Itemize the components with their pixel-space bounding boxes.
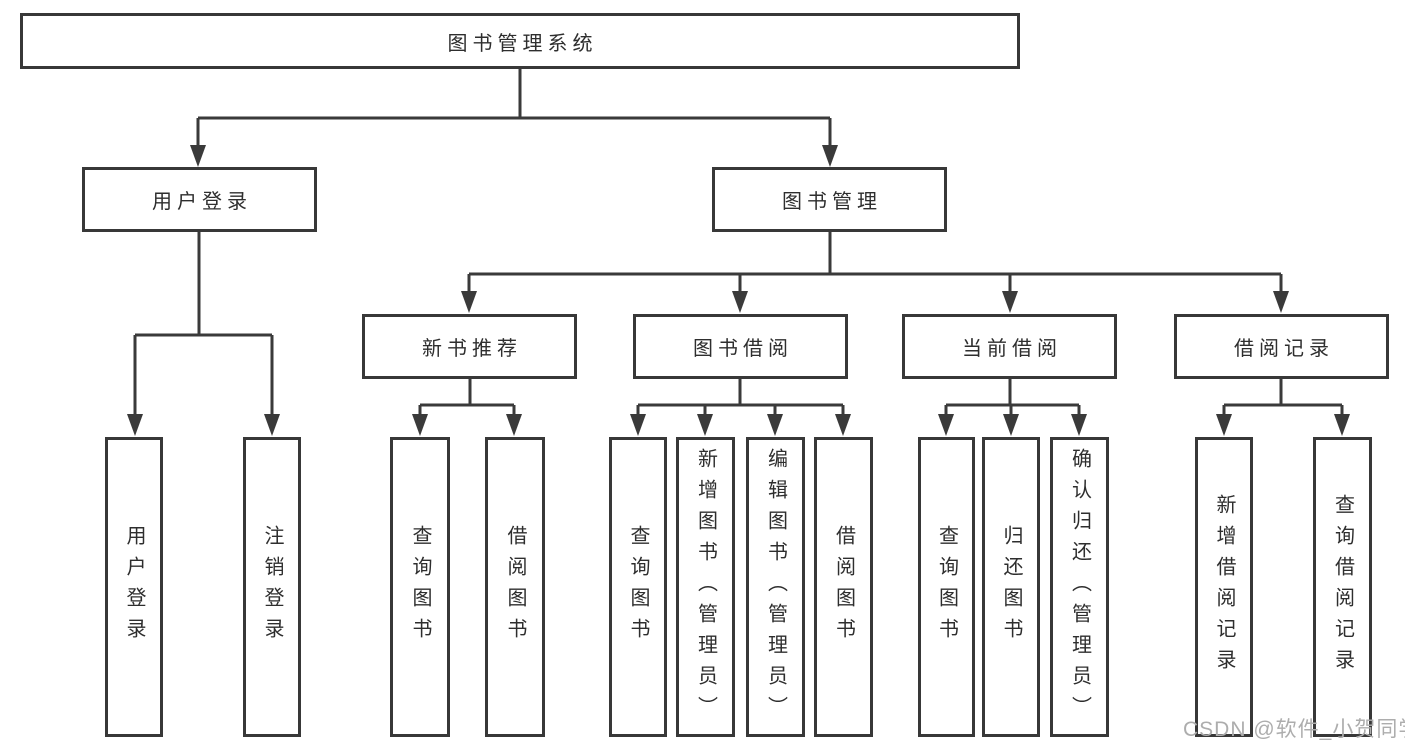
node-book-management: 图书管理 [712, 167, 947, 232]
leaf-borrow-books-borrow: 借阅图书 [814, 437, 873, 737]
leaf-query-books-recommend: 查询图书 [390, 437, 450, 737]
leaf-borrow-books-recommend: 借阅图书 [485, 437, 545, 737]
leaf-query-borrow-record: 查询借阅记录 [1313, 437, 1372, 737]
leaf-user-login: 用户登录 [105, 437, 163, 737]
node-library-management-system: 图书管理系统 [20, 13, 1020, 69]
watermark: CSDN @软件_小贺同学 [1183, 718, 1405, 741]
node-user-login: 用户登录 [82, 167, 317, 232]
leaf-confirm-return-admin: 确认归还（管理员） [1050, 437, 1109, 737]
node-borrow-records: 借阅记录 [1174, 314, 1389, 379]
leaf-logout: 注销登录 [243, 437, 301, 737]
leaf-query-books-borrow: 查询图书 [609, 437, 667, 737]
leaf-add-book-admin: 新增图书（管理员） [676, 437, 735, 737]
arrowheads [127, 145, 1350, 436]
leaf-edit-book-admin: 编辑图书（管理员） [746, 437, 805, 737]
leaf-add-borrow-record: 新增借阅记录 [1195, 437, 1253, 737]
leaf-query-books-current: 查询图书 [918, 437, 975, 737]
node-current-borrow: 当前借阅 [902, 314, 1117, 379]
node-new-book-recommend: 新书推荐 [362, 314, 577, 379]
leaf-return-books: 归还图书 [982, 437, 1040, 737]
node-book-borrow: 图书借阅 [633, 314, 848, 379]
